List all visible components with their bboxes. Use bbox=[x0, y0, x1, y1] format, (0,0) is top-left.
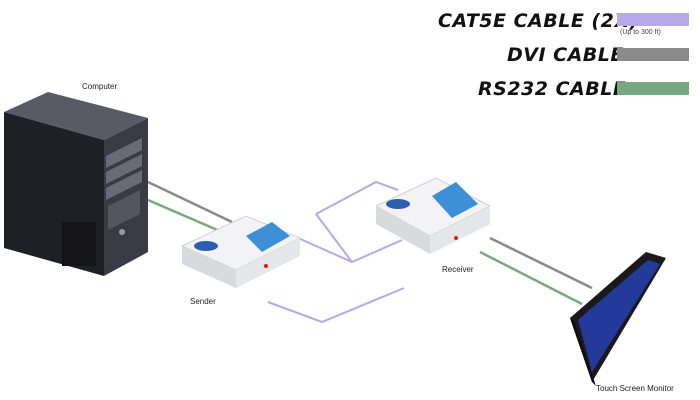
dvi-cable-receiver-monitor bbox=[489, 236, 593, 290]
cat5e-cable-loop bbox=[315, 180, 399, 215]
sender-label: Sender bbox=[190, 297, 216, 306]
cat5e-cable-loop-back bbox=[315, 213, 353, 263]
dvi-cable-computer-sender bbox=[147, 180, 233, 224]
legend-dvi-label: DVI CABLE bbox=[507, 44, 624, 66]
touch-screen-monitor bbox=[570, 252, 666, 386]
legend-cat5e-note: (Up to 300 ft) bbox=[620, 29, 661, 36]
rs232-cable-computer-sender bbox=[147, 198, 223, 234]
legend-rs232-swatch bbox=[617, 82, 689, 95]
computer-label: Computer bbox=[82, 82, 118, 91]
receiver-label: Receiver bbox=[442, 265, 474, 274]
rs232-cable-receiver-monitor bbox=[479, 250, 583, 306]
legend-rs232-label: RS232 CABLE bbox=[478, 78, 627, 100]
legend-cat5e-label: CAT5E CABLE (2X) bbox=[438, 10, 639, 32]
legend-dvi-swatch bbox=[617, 48, 689, 61]
receiver-unit bbox=[375, 177, 491, 254]
legend-cat5e-swatch bbox=[617, 13, 689, 26]
cat5e-cable-lower bbox=[267, 287, 405, 324]
computer-tower bbox=[4, 92, 148, 276]
sender-unit bbox=[181, 215, 301, 288]
monitor-label: Touch Screen Monitor bbox=[596, 384, 674, 393]
